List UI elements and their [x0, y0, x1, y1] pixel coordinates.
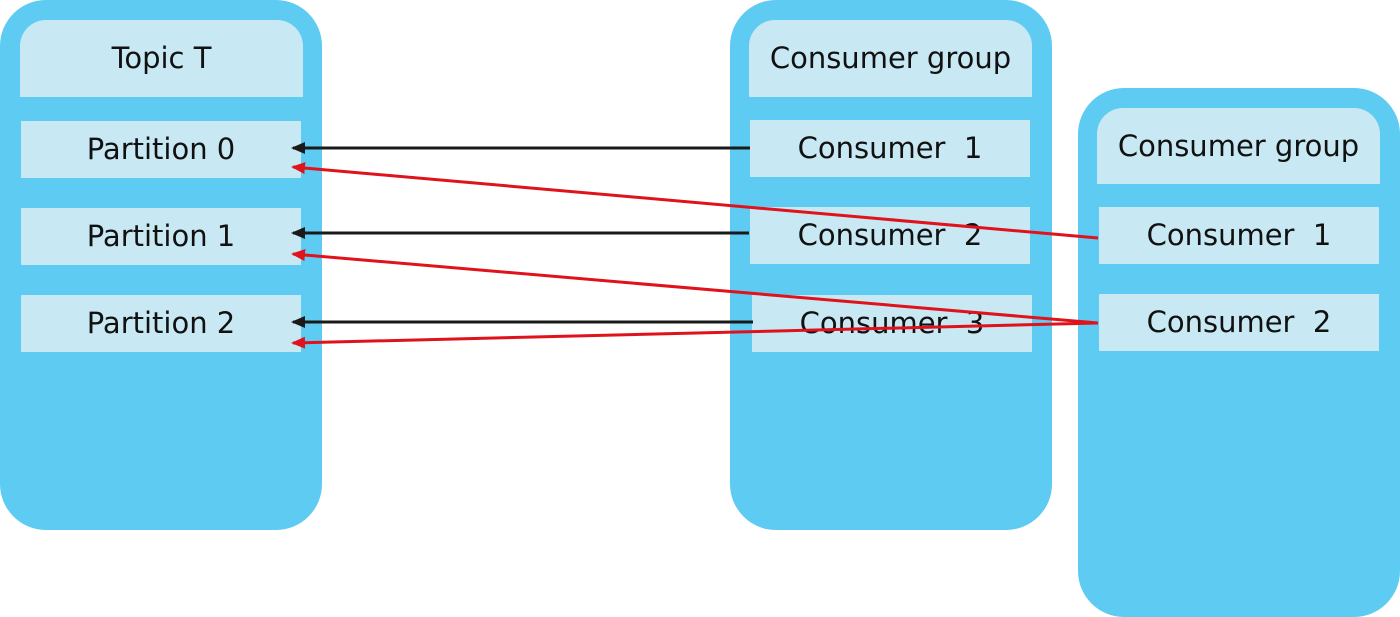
partition-0: Partition 0 [21, 121, 301, 178]
consumer-group-b-title: Consumer group [1097, 108, 1380, 184]
consumer-group-a-title: Consumer group [749, 20, 1032, 97]
group-b-consumer-2: Consumer 2 [1099, 294, 1379, 351]
consumer-group-b-container: Consumer group Consumer 1 Consumer 2 [1078, 88, 1400, 617]
group-a-consumer-2: Consumer 2 [750, 207, 1030, 264]
consumer-group-a-container: Consumer group Consumer 1 Consumer 2 Con… [730, 0, 1052, 530]
group-a-consumer-1: Consumer 1 [750, 120, 1030, 177]
partition-1: Partition 1 [21, 208, 301, 265]
group-a-consumer-3: Consumer 3 [752, 295, 1032, 352]
partition-2: Partition 2 [21, 295, 301, 352]
topic-container: Topic T Partition 0 Partition 1 Partitio… [0, 0, 322, 530]
group-b-consumer-1: Consumer 1 [1099, 207, 1379, 264]
topic-title: Topic T [20, 20, 303, 97]
